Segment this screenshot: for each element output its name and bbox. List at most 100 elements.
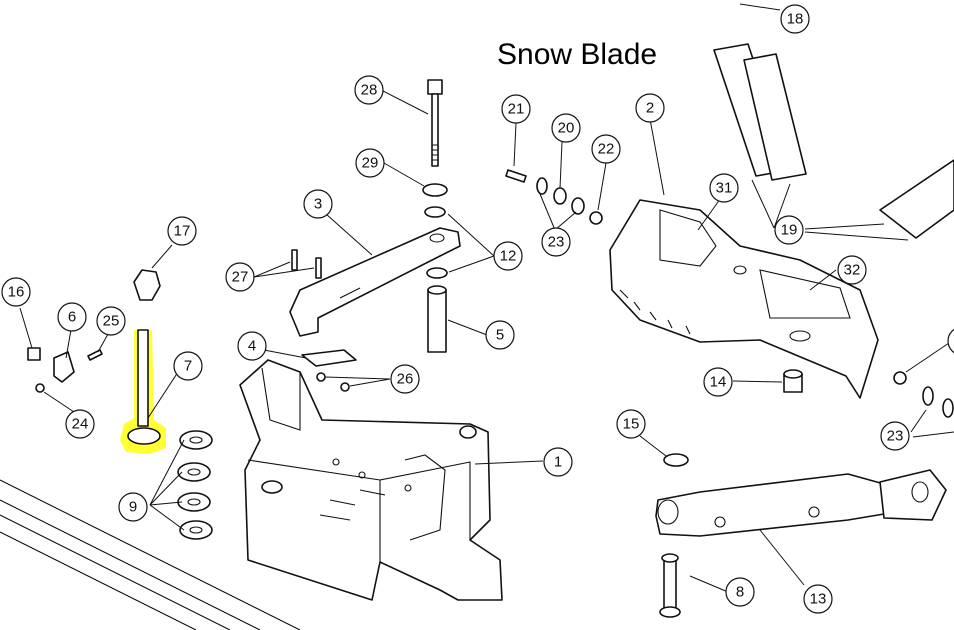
callout-label: 5: [496, 327, 504, 344]
callout-c15: 15: [616, 409, 646, 439]
part-12-washer-bottom: [426, 267, 448, 279]
callout-bubble: [880, 421, 910, 451]
callout-c14: 14: [703, 367, 733, 397]
part-14-bushing: [783, 369, 803, 393]
callout-label: 28: [361, 82, 378, 99]
callout-c13: 13: [803, 584, 833, 614]
part-29-washer: [422, 183, 448, 197]
part-26-nut-b: [340, 382, 350, 392]
callout-bubble: [303, 189, 333, 219]
part-12-washer-top: [424, 206, 446, 218]
part-23-washer-b: [571, 197, 585, 215]
callout-c7: 7: [173, 351, 203, 381]
part-26-nut-a: [316, 372, 326, 382]
leader-lines: [19, 3, 954, 593]
callout-c3: 3: [303, 189, 333, 219]
callout-bubble: [947, 328, 954, 354]
callout-label: 21: [508, 101, 525, 118]
callout-label: 6: [68, 309, 76, 326]
callout-label: 19: [781, 222, 798, 239]
callout-label: 17: [174, 223, 191, 240]
callout-bubble: [591, 134, 621, 164]
callout-bubble: [541, 227, 571, 257]
callout-label: 32: [844, 262, 861, 279]
part-16-pin: [27, 347, 41, 361]
callout-bubble: [354, 75, 384, 105]
callout-label: 26: [397, 371, 414, 388]
callout-bubble: [543, 447, 573, 477]
callout-c2: 2: [635, 93, 665, 123]
callouts: 1234567891213141516171819202122232324252…: [1, 4, 954, 614]
part-21-bolt: [505, 169, 527, 183]
callout-bubble: [780, 4, 810, 34]
callout-bubble: [616, 409, 646, 439]
part-nut-right: [893, 371, 907, 385]
callout-c28: 28: [354, 75, 384, 105]
callout-c19: 19: [774, 215, 804, 245]
callout-bubble: [57, 302, 87, 332]
part-28-bolt: [427, 79, 443, 167]
part-6-clip: [53, 351, 75, 383]
callout-label: 23: [548, 234, 565, 251]
callout-c23b: 23: [880, 421, 910, 451]
callout-label: 27: [232, 269, 249, 286]
callout-bubble: [803, 584, 833, 614]
callout-bubble: [709, 173, 739, 203]
callout-c4: 4: [237, 331, 267, 361]
callout-label: 8: [736, 584, 744, 601]
frame-rails: [0, 479, 301, 630]
callout-label: 18: [787, 11, 804, 28]
callout-c27: 27: [225, 262, 255, 292]
callout-c9: 9: [118, 492, 148, 522]
callout-bubble: [390, 364, 420, 394]
callout-c32: 32: [837, 255, 867, 285]
callout-bubble: [501, 94, 531, 124]
callout-bubble: [725, 577, 755, 607]
callout-label: 13: [810, 591, 827, 608]
callout-label: 9: [129, 499, 137, 516]
callout-bubble: [173, 351, 203, 381]
part-7-pin: [127, 329, 161, 445]
part-13-cylinder: [655, 469, 947, 537]
part-17-cap: [133, 269, 161, 301]
callout-label: 12: [500, 248, 517, 265]
part-20-lock-washer: [553, 187, 567, 205]
callout-label: 23: [887, 428, 904, 445]
callout-c18: 18: [780, 4, 810, 34]
callout-c24: 24: [65, 409, 95, 439]
part-22-nut: [589, 211, 603, 225]
callout-c26: 26: [390, 364, 420, 394]
callout-c31: 31: [709, 173, 739, 203]
part-15-clip: [663, 453, 689, 467]
part-19-springs: [713, 43, 954, 239]
callout-label: 7: [184, 358, 192, 375]
callout-c25: 25: [96, 306, 126, 336]
callout-c17: 17: [167, 216, 197, 246]
callout-bubble: [635, 93, 665, 123]
part-washer-right-b: [942, 398, 954, 418]
part-25-screw: [87, 349, 103, 361]
callout-label: 14: [710, 374, 727, 391]
callout-label: 4: [248, 338, 256, 355]
part-27-screws: [291, 249, 322, 279]
callout-bubble: [355, 148, 385, 178]
callout-bubble: [551, 113, 581, 143]
callout-c29: 29: [355, 148, 385, 178]
part-23-washer: [536, 177, 548, 195]
callout-label: 25: [103, 313, 120, 330]
callout-bubble: [837, 255, 867, 285]
callout-c6: 6: [57, 302, 87, 332]
callout-label: 3: [314, 196, 322, 213]
callout-bubble: [485, 320, 515, 350]
callout-c12: 12: [493, 241, 523, 271]
callout-label: 16: [8, 284, 25, 301]
callout-label: 20: [558, 120, 575, 137]
part-2-blade-mount: [609, 199, 879, 399]
diagram-title: Snow Blade: [497, 38, 658, 71]
callout-bubble: [493, 241, 523, 271]
part-24-nut: [35, 383, 45, 393]
part-1-mount-bracket: [239, 359, 503, 601]
callout-c8: 8: [725, 577, 755, 607]
callout-c1: 1: [543, 447, 573, 477]
